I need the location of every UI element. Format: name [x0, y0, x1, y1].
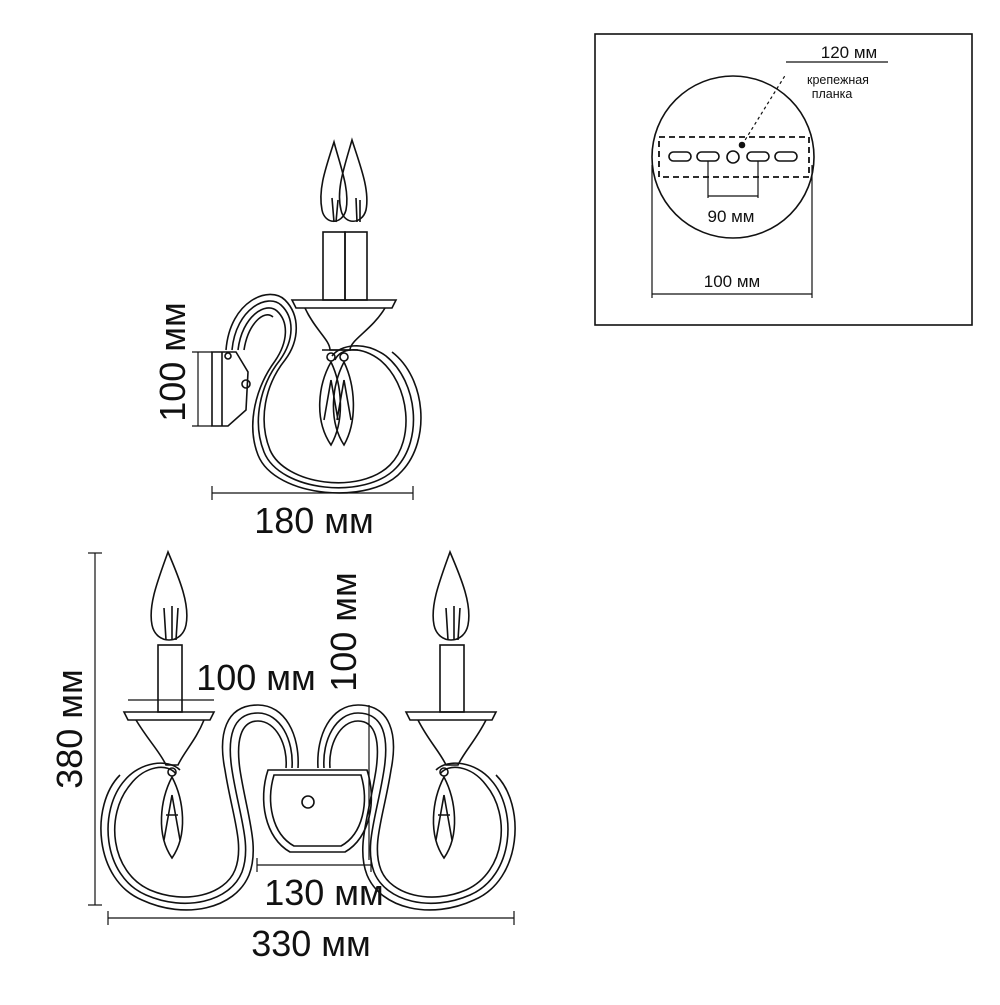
front-width-dimension	[107, 911, 515, 925]
plate-width-label: 130 мм	[264, 872, 384, 913]
hole-spacing-label: 90 мм	[707, 207, 754, 226]
side-crystals	[318, 352, 355, 447]
front-left-candle	[122, 549, 216, 766]
side-candle-cup	[290, 299, 398, 351]
side-arm	[225, 293, 422, 494]
front-wall-plate	[262, 769, 373, 853]
front-view	[100, 549, 516, 911]
plate-length-label: 120 мм	[821, 43, 877, 62]
front-right-crystal	[432, 767, 456, 860]
mount-detail	[651, 61, 888, 298]
side-width-dimension	[211, 486, 414, 500]
mount-detail-box	[594, 33, 973, 326]
arm-offset-label: 100 мм	[196, 657, 316, 698]
plate-center-hole	[726, 150, 740, 164]
arm-height-label: 100 мм	[323, 572, 364, 692]
plate-name-label-line1: крепежная	[807, 73, 869, 87]
plate-width-dimension	[256, 858, 372, 872]
plate-slot	[774, 151, 798, 162]
front-height-label: 380 мм	[49, 669, 90, 789]
front-width-label: 330 мм	[251, 923, 371, 964]
plate-slot	[696, 151, 720, 162]
front-right-arm	[317, 704, 516, 911]
side-width-label: 180 мм	[254, 500, 374, 541]
side-height-label: 100 мм	[152, 302, 193, 422]
front-right-candle	[404, 549, 498, 766]
plate-slot	[746, 151, 770, 162]
plate-slot	[668, 151, 692, 162]
wall-bracket	[211, 351, 251, 427]
plate-name-label-line2: планка	[812, 87, 853, 101]
side-candles	[320, 137, 368, 301]
mount-base-circle	[651, 75, 815, 239]
side-height-dimension	[192, 351, 212, 427]
mounting-plate	[658, 136, 810, 178]
side-view	[211, 137, 422, 494]
front-left-arm	[100, 704, 299, 911]
front-left-crystal	[160, 767, 184, 860]
base-diameter-label: 100 мм	[704, 272, 760, 291]
front-height-dimension	[88, 552, 102, 906]
